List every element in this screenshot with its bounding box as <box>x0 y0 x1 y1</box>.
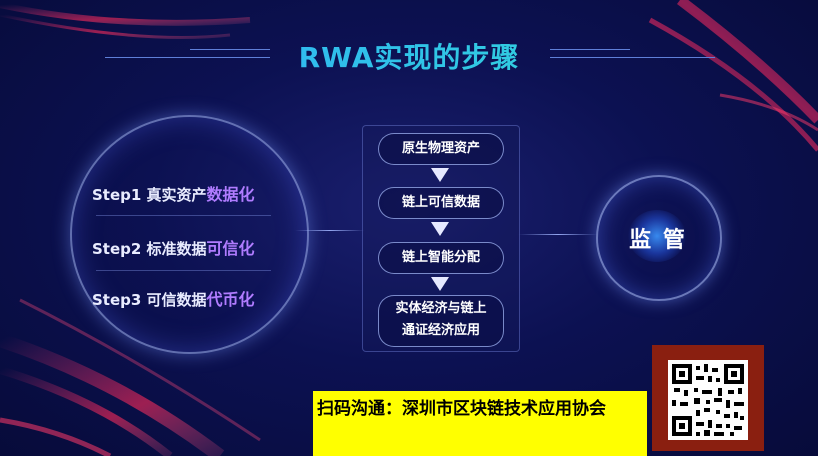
step-3-highlight: 代币化 <box>206 290 255 309</box>
supervision-ring <box>596 175 722 301</box>
step-divider <box>96 215 271 216</box>
step-3: Step3 可信数据代币化 <box>92 286 255 310</box>
qr-code-icon <box>668 360 748 440</box>
connector-right <box>518 234 598 235</box>
page-title: RWA实现的步骤 <box>0 36 818 76</box>
flow-step-2: 链上可信数据 <box>378 187 504 219</box>
steps-ring <box>70 115 309 354</box>
step-1: Step1 真实资产数据化 <box>92 181 255 205</box>
step-2-highlight: 可信化 <box>206 239 255 258</box>
title-line-left-short <box>190 49 270 50</box>
title-line-right-short <box>550 49 630 50</box>
title-area: RWA实现的步骤 <box>0 36 818 76</box>
contact-banner: 扫码沟通：深圳市区块链技术应用协会 <box>313 391 647 456</box>
step-1-highlight: 数据化 <box>206 185 255 204</box>
arrow-down-icon <box>431 222 449 236</box>
flow-step-1: 原生物理资产 <box>378 133 504 165</box>
glow-orb <box>628 210 686 262</box>
supervision-label: 监 管 <box>629 228 687 253</box>
flow-step-4-line-1: 实体经济与链上 <box>395 301 487 316</box>
arrow-down-icon <box>431 168 449 182</box>
step-3-prefix: Step3 可信数据 <box>92 291 207 309</box>
flow-step-4: 实体经济与链上 通证经济应用 <box>378 295 504 347</box>
flow-step-4-line-2: 通证经济应用 <box>401 323 480 338</box>
flow-step-3: 链上智能分配 <box>378 242 504 274</box>
step-2-prefix: Step2 标准数据 <box>92 240 207 258</box>
connector-left <box>295 230 365 231</box>
step-1-prefix: Step1 真实资产 <box>92 186 207 204</box>
title-line-right <box>550 57 715 58</box>
title-line-left <box>105 57 270 58</box>
arrow-down-icon <box>431 277 449 291</box>
step-divider <box>96 270 271 271</box>
step-2: Step2 标准数据可信化 <box>92 235 255 259</box>
